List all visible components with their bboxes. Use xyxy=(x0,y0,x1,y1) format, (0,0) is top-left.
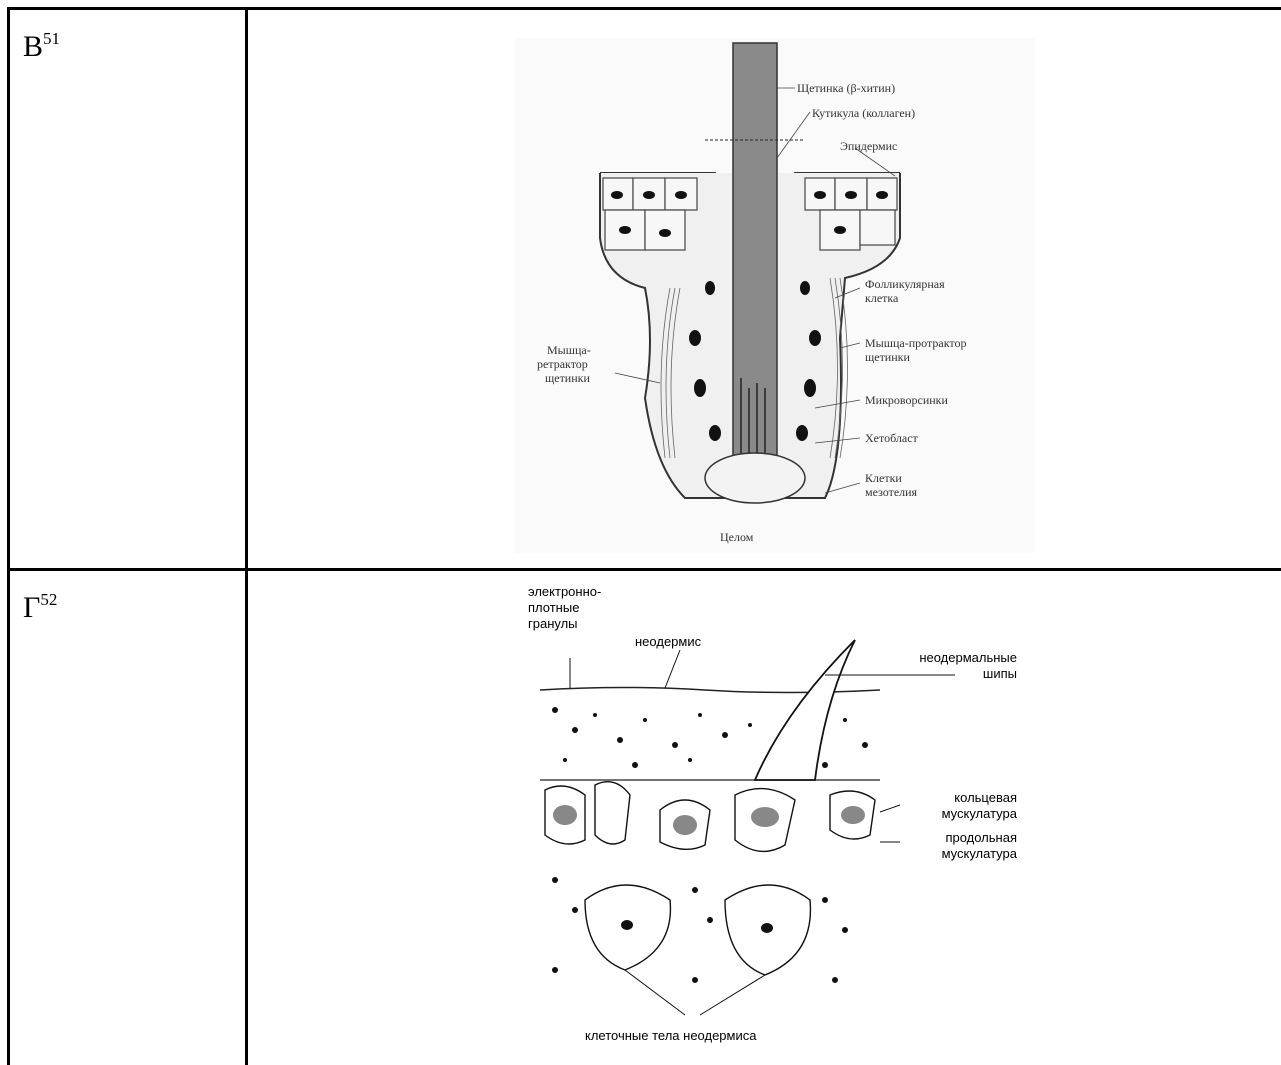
spines-label: шипы xyxy=(983,666,1017,681)
bristle-follicle-figure: Щетинка (β-хитин) Кутикула (коллаген) Эп… xyxy=(515,38,1035,553)
chaetoblast-label: Хетобласт xyxy=(865,431,919,445)
neodermis-label: неодермис xyxy=(635,634,702,649)
follicular-cell-label: Фолликулярная xyxy=(865,277,945,291)
neodermis-illustration: электронно- плотные гранулы неодермис не… xyxy=(525,580,1035,1050)
follicular-cell-label: клетка xyxy=(865,291,899,305)
spines-label: неодермальные xyxy=(919,650,1017,665)
longitudinal-muscle-label: продольная xyxy=(945,830,1017,845)
retractor-muscle-label: Мышца- xyxy=(547,343,591,357)
coelom-label: Целом xyxy=(720,530,754,544)
table-row-divider xyxy=(7,568,1281,571)
mesothelium-label: мезотелия xyxy=(865,485,918,499)
circular-muscle-label: кольцевая xyxy=(954,790,1017,805)
row-letter: В xyxy=(23,30,43,63)
bristle-label: Щетинка (β-хитин) xyxy=(797,81,895,95)
row-label-v: В51 xyxy=(23,32,60,62)
retractor-muscle-label: щетинки xyxy=(545,371,590,385)
bristle-follicle-illustration: Щетинка (β-хитин) Кутикула (коллаген) Эп… xyxy=(515,38,1035,553)
epidermis-label: Эпидермис xyxy=(840,139,897,153)
retractor-muscle-label: ретрактор xyxy=(537,357,588,371)
protractor-muscle-label: Мышца-протрактор xyxy=(865,336,966,350)
mesothelium-label: Клетки xyxy=(865,471,902,485)
row-letter: Г xyxy=(23,591,40,624)
granules-label: плотные xyxy=(528,600,579,615)
cuticle-label: Кутикула (коллаген) xyxy=(812,106,915,120)
granules-label: электронно- xyxy=(528,584,601,599)
row-label-g: Г52 xyxy=(23,593,57,623)
longitudinal-muscle-label: мускулатура xyxy=(942,846,1018,861)
table-top-border xyxy=(7,7,1281,10)
protractor-muscle-label: щетинки xyxy=(865,350,910,364)
table-left-border xyxy=(7,7,10,1065)
neodermis-figure: электронно- плотные гранулы неодермис не… xyxy=(525,580,1035,1050)
footnote-ref: 52 xyxy=(40,590,57,609)
cell-bodies-label: клеточные тела неодермиса xyxy=(585,1028,757,1043)
circular-muscle-label: мускулатура xyxy=(942,806,1018,821)
microvilli-label: Микроворсинки xyxy=(865,393,949,407)
footnote-ref: 51 xyxy=(43,29,60,48)
granules-label: гранулы xyxy=(528,616,578,631)
table-column-divider xyxy=(245,7,248,1065)
